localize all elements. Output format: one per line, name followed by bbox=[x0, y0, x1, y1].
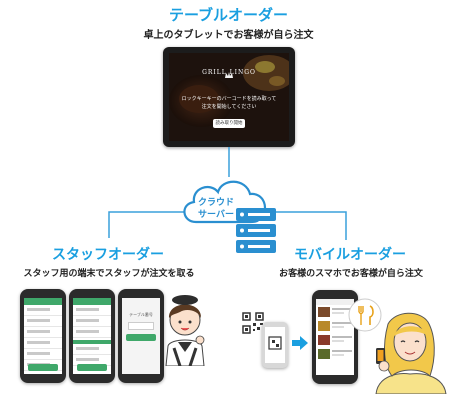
tablet-screen: GRILL LINGO ロックキーキーのバーコードを読み取って 注文を開始してく… bbox=[169, 53, 289, 141]
customer-phone bbox=[312, 290, 358, 384]
staff-phone-3: テーブル番号 bbox=[118, 289, 164, 383]
tablet-message-line2: 注文を開始してください bbox=[201, 104, 257, 110]
staff-phone-1-screen bbox=[24, 298, 62, 374]
order-screen-caption: テーブル番号 bbox=[129, 312, 153, 317]
table-order-title: テーブルオーダー bbox=[168, 6, 289, 24]
table-order-subtitle: 卓上のタブレットでお客様が自ら注文 bbox=[143, 30, 314, 41]
staff-phone-2 bbox=[69, 289, 115, 383]
tablet-device: GRILL LINGO ロックキーキーのバーコードを読み取って 注文を開始してく… bbox=[163, 47, 295, 147]
staff-phone-3-screen: テーブル番号 bbox=[122, 298, 160, 374]
mobile-order-subtitle: お客様のスマホでお客様が自ら注文 bbox=[279, 269, 423, 279]
fork-knife-icon bbox=[348, 298, 382, 332]
cloud-label-line2: サーバー bbox=[198, 210, 234, 220]
staff-phone-1 bbox=[20, 289, 66, 383]
customer-person-illustration bbox=[370, 306, 450, 395]
server-icon bbox=[236, 208, 276, 254]
arrow-right-icon bbox=[292, 335, 308, 350]
mobile-order-title: モバイルオーダー bbox=[294, 247, 406, 263]
staff-order-subtitle: スタッフ用の端末でスタッフが注文を取る bbox=[23, 269, 195, 279]
tablet-message-line1: ロックキーキーのバーコードを読み取って bbox=[181, 96, 277, 102]
scanning-phone bbox=[262, 322, 288, 368]
start-reading-button[interactable]: 読み取り開始 bbox=[213, 119, 245, 128]
cloud-label-line1: クラウド bbox=[197, 198, 234, 208]
restaurant-logo: GRILL LINGO bbox=[202, 69, 256, 76]
staff-person-illustration bbox=[160, 286, 210, 367]
customer-phone-screen bbox=[316, 299, 354, 375]
staff-phone-2-screen bbox=[73, 298, 111, 374]
crown-icon bbox=[225, 63, 233, 78]
qr-code-icon bbox=[242, 312, 264, 334]
staff-order-title: スタッフオーダー bbox=[52, 247, 164, 263]
